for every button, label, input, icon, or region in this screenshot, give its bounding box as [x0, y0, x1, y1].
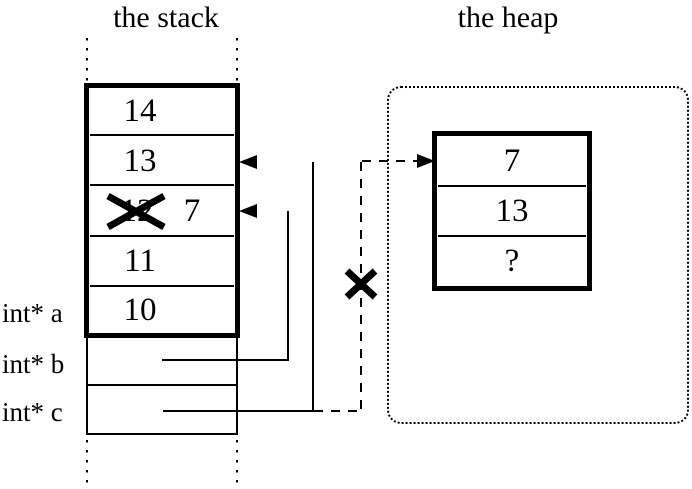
old-pointer-dashed-horizontal-bottom [314, 410, 362, 412]
stack-title: the stack [113, 1, 219, 34]
old-pointer-dashed-horizontal-top [362, 160, 418, 162]
stack-dotted-guide-top-left [86, 38, 88, 82]
pointer-c-line-vertical [312, 162, 314, 412]
pointer-c-line-horizontal [163, 410, 314, 412]
stack-cell-divider-1 [90, 134, 234, 136]
cross-out-x-icon [106, 192, 166, 231]
heap-cell-value-13: 13 [495, 193, 529, 229]
heap-cell-value-7: 7 [503, 143, 521, 179]
pointer-row-divider [88, 384, 236, 386]
stack-dotted-guide-top-right [236, 38, 238, 82]
heap-cell-value-question: ? [504, 243, 520, 279]
stack-dotted-guide-bottom-left [86, 440, 88, 487]
var-label-a: int* a [2, 298, 63, 328]
pointer-b-arrowhead-icon [239, 204, 257, 218]
stack-frame-box [84, 83, 240, 338]
heap-block-box [432, 131, 592, 291]
stack-cell-value-10: 10 [123, 292, 157, 328]
var-label-b: int* b [2, 349, 65, 379]
stack-cell-value-13: 13 [123, 143, 157, 179]
heap-cell-divider-1 [438, 185, 586, 187]
stack-dotted-guide-bottom-right [236, 440, 238, 487]
stack-cell-value-11: 11 [124, 243, 156, 279]
pointer-b-line-horizontal [162, 359, 289, 361]
heap-region-outline [387, 86, 689, 424]
heap-title: the heap [457, 1, 559, 34]
stack-cell-divider-2 [90, 184, 234, 186]
pointer-b-line-vertical [287, 211, 289, 361]
invalid-pointer-x-icon [344, 268, 378, 300]
old-pointer-arrowhead-icon [417, 154, 435, 168]
stack-cell-new-value-7: 7 [183, 193, 201, 229]
stack-cell-divider-3 [90, 235, 234, 237]
pointer-c-arrowhead-icon [239, 155, 257, 169]
var-label-c: int* c [2, 397, 63, 427]
stack-cell-value-14: 14 [123, 93, 157, 129]
pointer-variable-rows [86, 338, 238, 435]
heap-cell-divider-2 [438, 235, 586, 237]
stack-cell-divider-4 [90, 285, 234, 287]
